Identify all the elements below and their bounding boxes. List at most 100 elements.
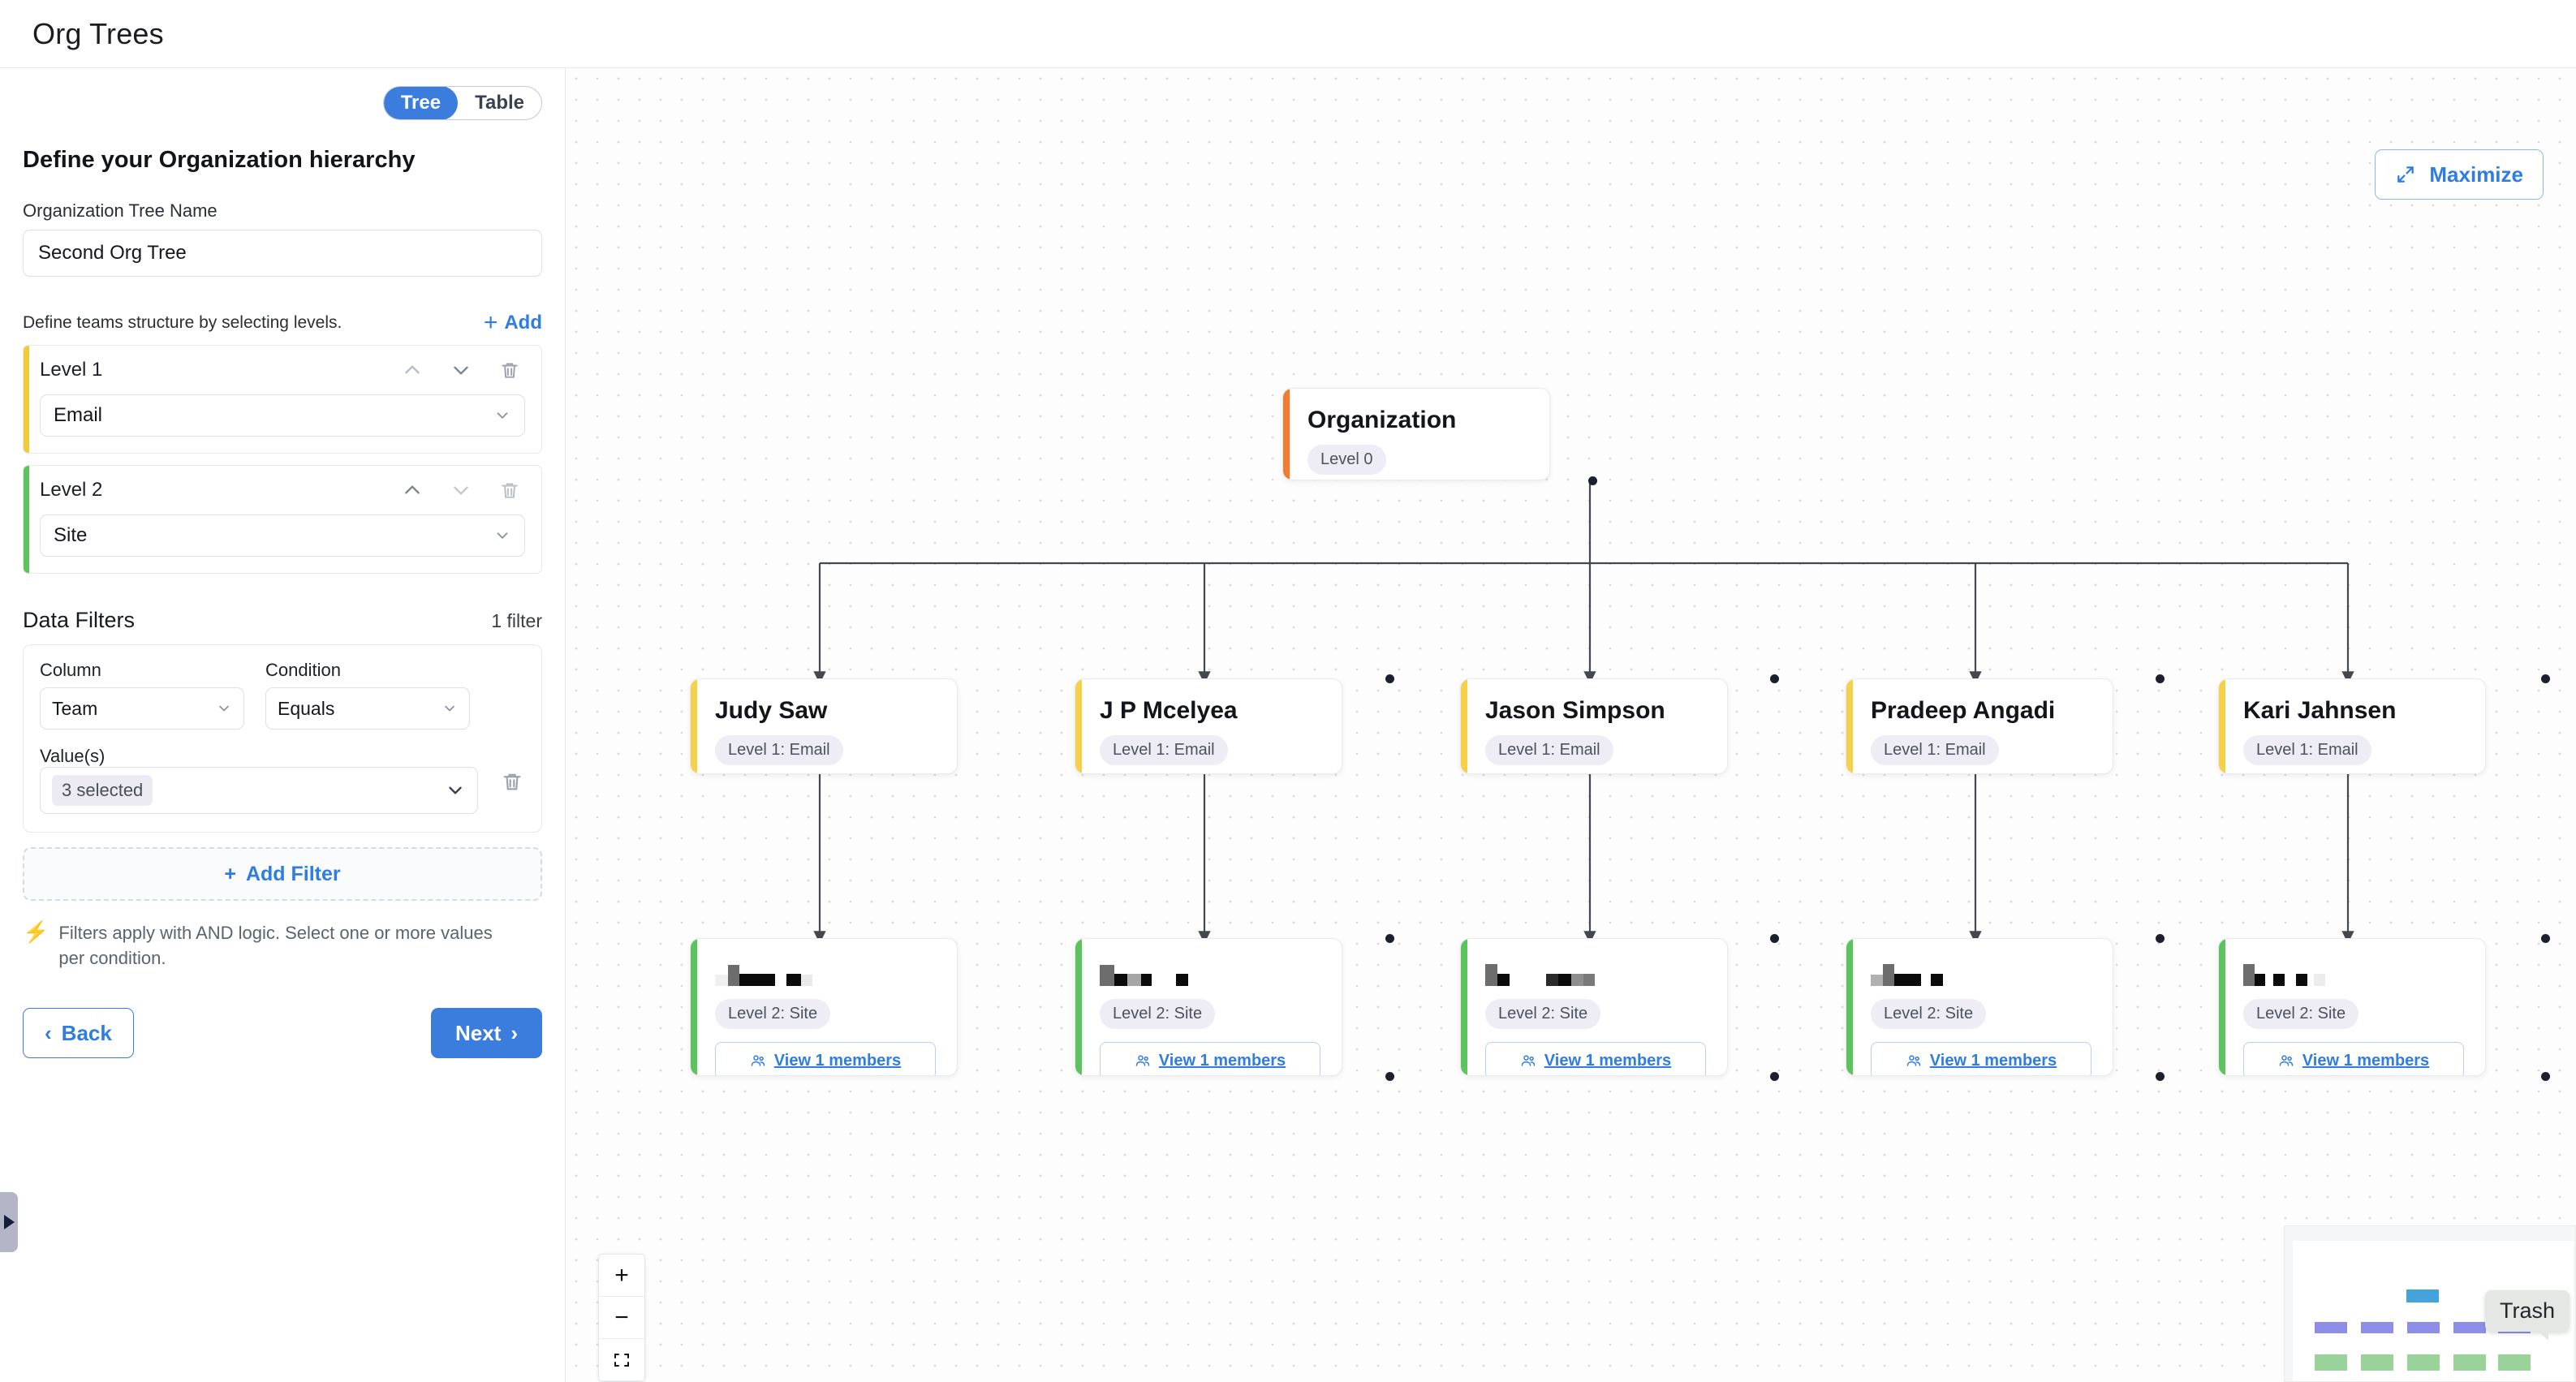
filter-condition-select[interactable]: Equals — [265, 687, 470, 730]
level1-node-port — [1385, 674, 1394, 683]
org-tree-canvas[interactable]: Maximize — [566, 68, 2576, 1382]
level-card-1[interactable]: Level 1 Email — [23, 345, 542, 454]
move-up-icon[interactable] — [402, 480, 423, 501]
next-button[interactable]: Next › — [430, 1008, 542, 1059]
org-node-level1-0[interactable]: Judy Saw Level 1: Email — [690, 678, 958, 774]
level1-node-body: Jason Simpson Level 1: Email — [1461, 679, 1727, 773]
filter-column-field: Column Team — [40, 660, 244, 730]
root-node-body: Organization Level 0 — [1283, 389, 1549, 480]
org-node-root[interactable]: Organization Level 0 — [1282, 388, 1550, 480]
data-filters-title: Data Filters — [23, 608, 136, 632]
wizard-nav: ‹ Back Next › — [23, 1008, 542, 1059]
sidebar-expand-handle[interactable] — [0, 1192, 18, 1252]
chevron-down-icon — [449, 786, 462, 794]
minimap-node-level2 — [2407, 1354, 2440, 1371]
move-down-icon[interactable] — [450, 480, 472, 501]
level1-node-body: Kari Jahnsen Level 1: Email — [2219, 679, 2485, 773]
maximize-label: Maximize — [2429, 161, 2523, 187]
minimap-node-level1 — [2361, 1322, 2393, 1333]
org-node-level1-1[interactable]: J P Mcelyea Level 1: Email — [1075, 678, 1342, 774]
move-up-icon[interactable] — [402, 359, 423, 381]
level1-node-badge: Level 1: Email — [1100, 735, 1228, 765]
tree-name-label: Organization Tree Name — [23, 200, 218, 221]
section-title: Define your Organization hierarchy — [23, 147, 416, 173]
delete-filter-icon[interactable] — [501, 770, 523, 793]
view-members-label: View 1 members — [2302, 1051, 2430, 1070]
filter-values-chip: 3 selected — [52, 775, 153, 806]
zoom-out-button[interactable]: − — [599, 1297, 644, 1339]
level2-node-badge: Level 2: Site — [1100, 999, 1216, 1029]
level1-node-title: Pradeep Angadi — [1871, 697, 2056, 724]
level1-node-title: Judy Saw — [715, 697, 828, 724]
view-members-label: View 1 members — [1929, 1051, 2057, 1070]
view-members-button[interactable]: View 1 members — [1871, 1042, 2091, 1075]
minimap-node-level2 — [2315, 1354, 2347, 1371]
filter-condition-value: Equals — [278, 697, 335, 719]
move-down-icon[interactable] — [450, 359, 472, 381]
fit-view-button[interactable] — [599, 1339, 644, 1381]
levels-hint: Define teams structure by selecting leve… — [23, 313, 342, 332]
level1-node-badge: Level 1: Email — [2243, 735, 2371, 765]
back-button[interactable]: ‹ Back — [23, 1008, 134, 1059]
view-members-button[interactable]: View 1 members — [1485, 1042, 1706, 1075]
org-node-level1-2[interactable]: Jason Simpson Level 1: Email — [1460, 678, 1728, 774]
filters-count: 1 filter — [491, 610, 542, 631]
org-node-level2-2[interactable]: Level 2: Site View 1 members — [1460, 938, 1728, 1076]
level2-node-port — [1385, 934, 1394, 943]
filter-values-field: Value(s) 3 selected — [40, 746, 525, 814]
filter-row: Column Team Condition Equals Value(s) — [23, 644, 542, 833]
filter-column-value: Team — [52, 697, 98, 719]
level2-node-body: Level 2: Site View 1 members — [1846, 939, 2113, 1075]
level2-node-title-redacted — [1485, 957, 1706, 986]
view-members-button[interactable]: View 1 members — [1100, 1042, 1320, 1075]
chevron-down-icon — [497, 532, 508, 539]
org-node-level1-4[interactable]: Kari Jahnsen Level 1: Email — [2218, 678, 2486, 774]
org-node-level2-1[interactable]: Level 2: Site View 1 members — [1075, 938, 1342, 1076]
level2-node-title-redacted — [1100, 957, 1320, 986]
level2-node-title-redacted — [1871, 957, 2091, 986]
tab-tree[interactable]: Tree — [383, 87, 459, 119]
delete-level-icon[interactable] — [499, 480, 520, 501]
view-members-button[interactable]: View 1 members — [715, 1042, 936, 1075]
level-1-actions — [402, 359, 525, 381]
org-node-level2-0[interactable]: Level 2: Site View 1 members — [690, 938, 958, 1076]
level2-node-body: Level 2: Site View 1 members — [1075, 939, 1342, 1075]
level1-node-body: Pradeep Angadi Level 1: Email — [1846, 679, 2113, 773]
level-2-header: Level 2 — [40, 479, 525, 502]
chevron-down-icon — [497, 412, 508, 419]
org-node-level2-3[interactable]: Level 2: Site View 1 members — [1846, 938, 2113, 1076]
zoom-in-button[interactable]: + — [599, 1255, 644, 1297]
view-toggle[interactable]: Tree Table — [382, 86, 542, 120]
level-card-2[interactable]: Level 2 Site — [23, 465, 542, 574]
level-2-field-select[interactable]: Site — [40, 514, 525, 557]
level2-node-badge: Level 2: Site — [715, 999, 831, 1029]
level2-node-body: Level 2: Site View 1 members — [2219, 939, 2485, 1075]
root-node-title: Organization — [1307, 407, 1457, 433]
level2-node-badge: Level 2: Site — [2243, 999, 2359, 1029]
level2-node-badge: Level 2: Site — [1485, 999, 1601, 1029]
org-node-level2-4[interactable]: Level 2: Site View 1 members — [2218, 938, 2486, 1076]
level2-node-body: Level 2: Site View 1 members — [1461, 939, 1727, 1075]
add-level-label: Add — [504, 312, 542, 334]
add-level-button[interactable]: + Add — [484, 311, 542, 335]
tab-table[interactable]: Table — [458, 87, 541, 119]
lightning-icon: ⚡ — [23, 919, 50, 944]
filter-column-select[interactable]: Team — [40, 687, 244, 730]
level-1-name: Level 1 — [40, 359, 103, 381]
level2-node-badge: Level 2: Site — [1871, 999, 1987, 1029]
maximize-icon — [2397, 166, 2414, 183]
level2-node-port — [2156, 934, 2165, 943]
filter-values-select[interactable]: 3 selected — [40, 767, 478, 814]
view-members-button[interactable]: View 1 members — [2243, 1042, 2464, 1075]
maximize-button[interactable]: Maximize — [2375, 149, 2544, 200]
level1-node-title: Kari Jahnsen — [2243, 697, 2397, 724]
add-filter-button[interactable]: + Add Filter — [23, 847, 542, 901]
org-node-level1-3[interactable]: Pradeep Angadi Level 1: Email — [1846, 678, 2113, 774]
filter-fields: Column Team Condition Equals — [40, 660, 525, 730]
level-2-actions — [402, 480, 525, 501]
tree-name-input[interactable] — [23, 230, 542, 277]
level-1-field-select[interactable]: Email — [40, 394, 525, 437]
level1-node-port — [1770, 674, 1779, 683]
root-node-badge: Level 0 — [1307, 445, 1386, 475]
delete-level-icon[interactable] — [499, 359, 520, 381]
